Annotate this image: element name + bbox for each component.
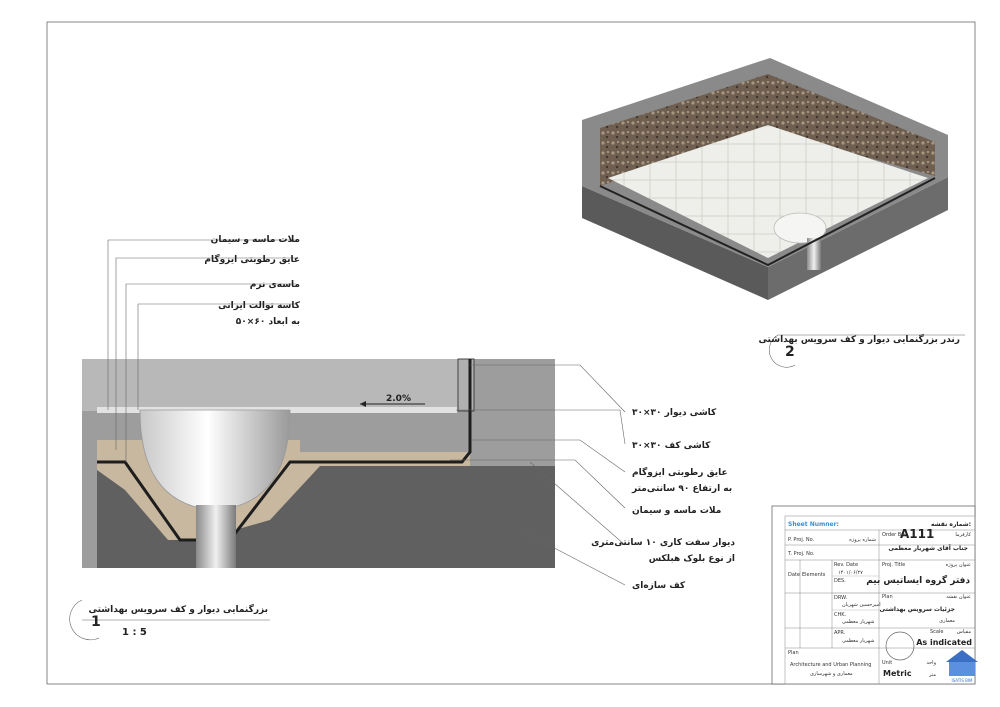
render-floor-slab-side bbox=[582, 186, 768, 300]
slope-arrow-head bbox=[360, 401, 366, 407]
des-label: DES. bbox=[834, 578, 846, 584]
proj-title-fa: عنوان پروژه bbox=[946, 562, 971, 568]
sheet-number-label: Sheet Numner: bbox=[788, 521, 839, 528]
checked-by: شهریار معظمی bbox=[842, 619, 874, 625]
title-block: Sheet Numner: شماره نقشه: A111 P. Proj. … bbox=[771, 505, 978, 685]
view-2-label: 2 رندر بزرگنمایی دیوار و کف سرویس بهداشت… bbox=[758, 333, 965, 368]
unit-fa: متر bbox=[928, 672, 936, 678]
callout-mortar-left: ملات ماسه و سیمان bbox=[211, 235, 300, 245]
office-name: دفتر گروه ایساتیس بیم bbox=[866, 574, 970, 586]
callout-mortar-right: ملات ماسه و سیمان bbox=[632, 506, 721, 516]
plan-label: Plan bbox=[882, 594, 893, 600]
unit-label: Unit bbox=[882, 660, 892, 666]
callout-wall-tile: کاشی دیوار ۳۰×۳۰ bbox=[632, 408, 717, 418]
date-value: ۱۴۰۱/۰۶/۲۷ bbox=[838, 570, 863, 576]
view-1-title: بزرگنمایی دیوار و کف سرویس بهداشتی bbox=[89, 603, 268, 615]
p-proj-no-label: P. Proj. No. bbox=[788, 537, 815, 543]
render-membrane-line bbox=[599, 177, 936, 267]
callout-block-type: از نوع بلوک هبلکس bbox=[649, 554, 735, 564]
right-leaders bbox=[450, 364, 626, 586]
view-1-label: 1 بزرگنمایی دیوار و کف سرویس بهداشتی 1 :… bbox=[69, 599, 270, 641]
approved-by: شهریار معظمی bbox=[842, 638, 874, 644]
view-1-number: 1 bbox=[91, 614, 101, 630]
t-proj-no-label: T. Proj. No. bbox=[787, 551, 815, 557]
p-proj-no-fa: شماره پروژه bbox=[849, 537, 876, 543]
callout-block-wall: دیوار سفت کاری ۱۰ سانتی‌متری bbox=[591, 538, 735, 548]
render-drain-pipe bbox=[807, 238, 821, 270]
date-label: Date bbox=[788, 572, 800, 578]
unit-value: Metric bbox=[883, 669, 912, 678]
chk-label: CHK. bbox=[834, 612, 847, 618]
firm-label: Plan bbox=[788, 650, 799, 656]
north-symbol bbox=[885, 631, 915, 661]
callout-isogam-left: عایق رطوبتی ایزوگام bbox=[204, 253, 300, 265]
plan-title: جزئیات سرویس بهداشتی bbox=[880, 606, 955, 613]
rev-date-label: Rev. Date bbox=[834, 562, 858, 568]
view-1-scale: 1 : 5 bbox=[122, 627, 147, 638]
left-callouts: ملات ماسه و سیمان عایق رطوبتی ایزوگام ما… bbox=[204, 235, 300, 327]
callout-toilet-size: به ابعاد ۶۰×۵۰ bbox=[236, 317, 300, 327]
render-stone-wall-left bbox=[600, 74, 768, 186]
callout-floor-tile: کاشی کف ۳۰×۳۰ bbox=[632, 441, 711, 451]
callout-isogam-height: به ارتفاع ۹۰ سانتی‌متر bbox=[631, 484, 732, 494]
view-2-title: رندر بزرگنمایی دیوار و کف سرویس بهداشتی bbox=[758, 333, 960, 345]
drain-pipe-section bbox=[196, 505, 236, 568]
wall-tile-strip bbox=[457, 358, 475, 412]
callout-isogam-right: عایق رطوبتی ایزوگام bbox=[632, 466, 728, 478]
firm-name: Architecture and Urban Planning bbox=[790, 662, 871, 668]
callout-toilet: کاسه توالت ایرانی bbox=[218, 301, 301, 311]
section-upper-wall bbox=[82, 359, 462, 411]
scale-label: Scale bbox=[930, 629, 943, 635]
right-callouts: کاشی دیوار ۳۰×۳۰ کاشی کف ۳۰×۳۰ عایق رطوب… bbox=[591, 408, 735, 591]
callout-sand: ماسه‌ی نرم bbox=[250, 280, 300, 290]
render-view bbox=[582, 58, 948, 300]
scale-value: As indicated bbox=[916, 638, 972, 647]
order-by-fa: کارفرما bbox=[955, 532, 971, 538]
section-view: 2.0% bbox=[82, 358, 555, 568]
firm-name-fa: معماری و شهرسازی bbox=[810, 671, 853, 677]
left-leaders bbox=[107, 239, 296, 462]
plan-sub: معماری bbox=[939, 618, 955, 624]
plan-label-fa: عنوان نقشه bbox=[946, 594, 971, 600]
sheet-number-label-fa: شماره نقشه: bbox=[931, 521, 971, 528]
proj-title-label: Proj. Title bbox=[882, 562, 905, 568]
apr-label: APR. bbox=[834, 630, 846, 636]
unit-label-fa: واحد bbox=[926, 660, 936, 666]
waterproof-membrane bbox=[97, 359, 472, 542]
render-tile-floor bbox=[608, 125, 928, 258]
sheet-border bbox=[46, 21, 976, 685]
isatis-logo: ISATIS BIM bbox=[946, 650, 978, 683]
order-by-label: Order By: bbox=[882, 532, 906, 538]
view-2-number: 2 bbox=[785, 344, 795, 360]
render-toilet-bowl bbox=[773, 212, 827, 244]
drw-label: DRW. bbox=[834, 595, 847, 601]
elements-label: Elements bbox=[802, 572, 826, 578]
drawn-by: امیرحسین شهریان bbox=[842, 602, 881, 608]
slope-label: 2.0% bbox=[386, 394, 411, 404]
scale-label-fa: مقیاس bbox=[957, 629, 972, 635]
callout-slab: کف سازه‌ای bbox=[632, 581, 686, 591]
sheet-number: A111 bbox=[900, 527, 934, 541]
logo-caption: ISATIS BIM bbox=[951, 678, 973, 683]
client-name: جناب آقای شهریار معظمی bbox=[888, 543, 968, 552]
render-stone-wall-right bbox=[768, 74, 935, 176]
